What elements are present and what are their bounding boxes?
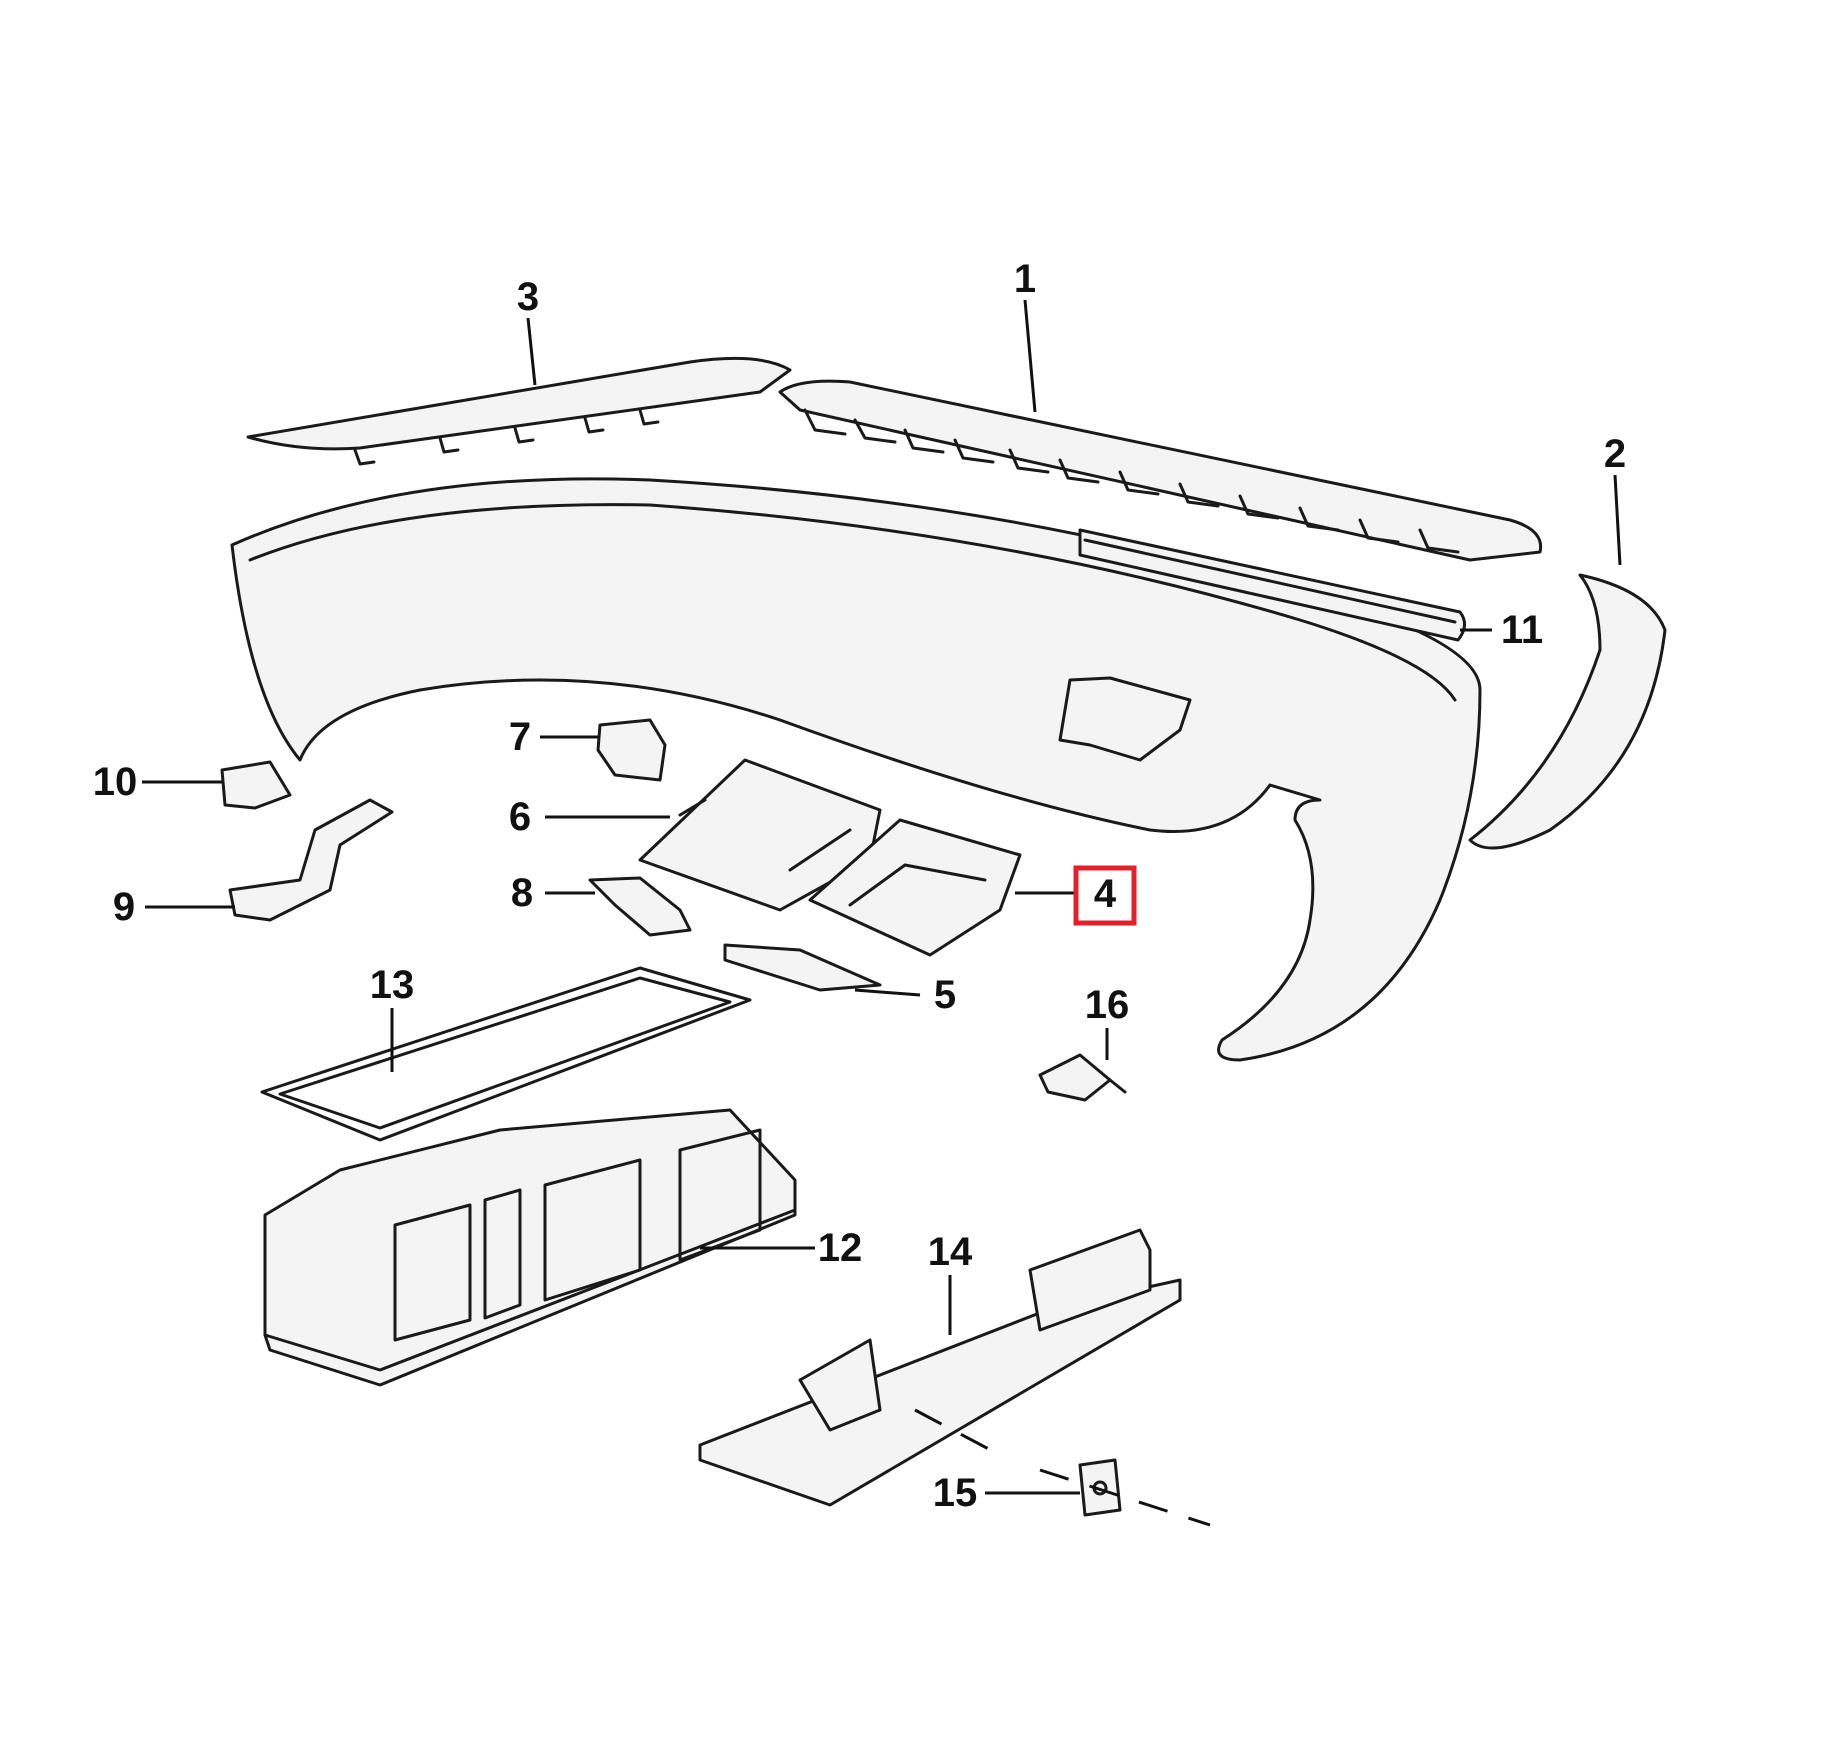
callout-7: 7 bbox=[509, 715, 531, 759]
callout-10: 10 bbox=[93, 760, 138, 804]
part-4-grille-right bbox=[808, 818, 1022, 957]
callout-9: 9 bbox=[113, 885, 135, 929]
highlight-box-4 bbox=[1073, 865, 1137, 926]
callout-11: 11 bbox=[1501, 608, 1543, 652]
part-13-gasket bbox=[260, 966, 752, 1142]
callout-13: 13 bbox=[370, 963, 415, 1007]
bumper-main-body bbox=[230, 477, 1482, 1062]
leader-3 bbox=[526, 317, 537, 386]
callout-4: 4 bbox=[1094, 872, 1117, 916]
callout-12: 12 bbox=[818, 1226, 863, 1270]
callout-14: 14 bbox=[928, 1230, 973, 1274]
alignment-line bbox=[914, 1408, 1211, 1527]
part-10-clip bbox=[220, 760, 292, 810]
part-5-plate bbox=[723, 943, 882, 992]
callout-6: 6 bbox=[509, 795, 531, 839]
part-6-grille-left bbox=[638, 758, 882, 912]
part-8-clip bbox=[588, 876, 692, 937]
part-2-corner-trim bbox=[1468, 573, 1667, 850]
part-7-clip bbox=[596, 718, 667, 782]
leader-2 bbox=[1613, 474, 1622, 566]
callout-1: 1 bbox=[1014, 257, 1036, 301]
callout-3: 3 bbox=[517, 275, 539, 319]
callout-8: 8 bbox=[511, 871, 533, 915]
callout-5: 5 bbox=[934, 973, 956, 1017]
part-16-clip bbox=[1038, 1053, 1127, 1102]
part-9-bracket bbox=[228, 798, 394, 922]
part-3-trim-strip bbox=[246, 356, 792, 466]
leader-1 bbox=[1023, 299, 1037, 413]
callout-2: 2 bbox=[1604, 432, 1626, 476]
part-12-grille-housing bbox=[263, 1108, 797, 1387]
part-1-upper-trim bbox=[778, 379, 1543, 562]
part-11-rubber-strip bbox=[1078, 528, 1466, 642]
leader-5 bbox=[854, 988, 921, 997]
callout-15: 15 bbox=[933, 1471, 978, 1515]
part-14-mount-plate bbox=[698, 1228, 1182, 1507]
part-15-nut-clip bbox=[1078, 1458, 1122, 1517]
callout-16: 16 bbox=[1085, 983, 1130, 1027]
